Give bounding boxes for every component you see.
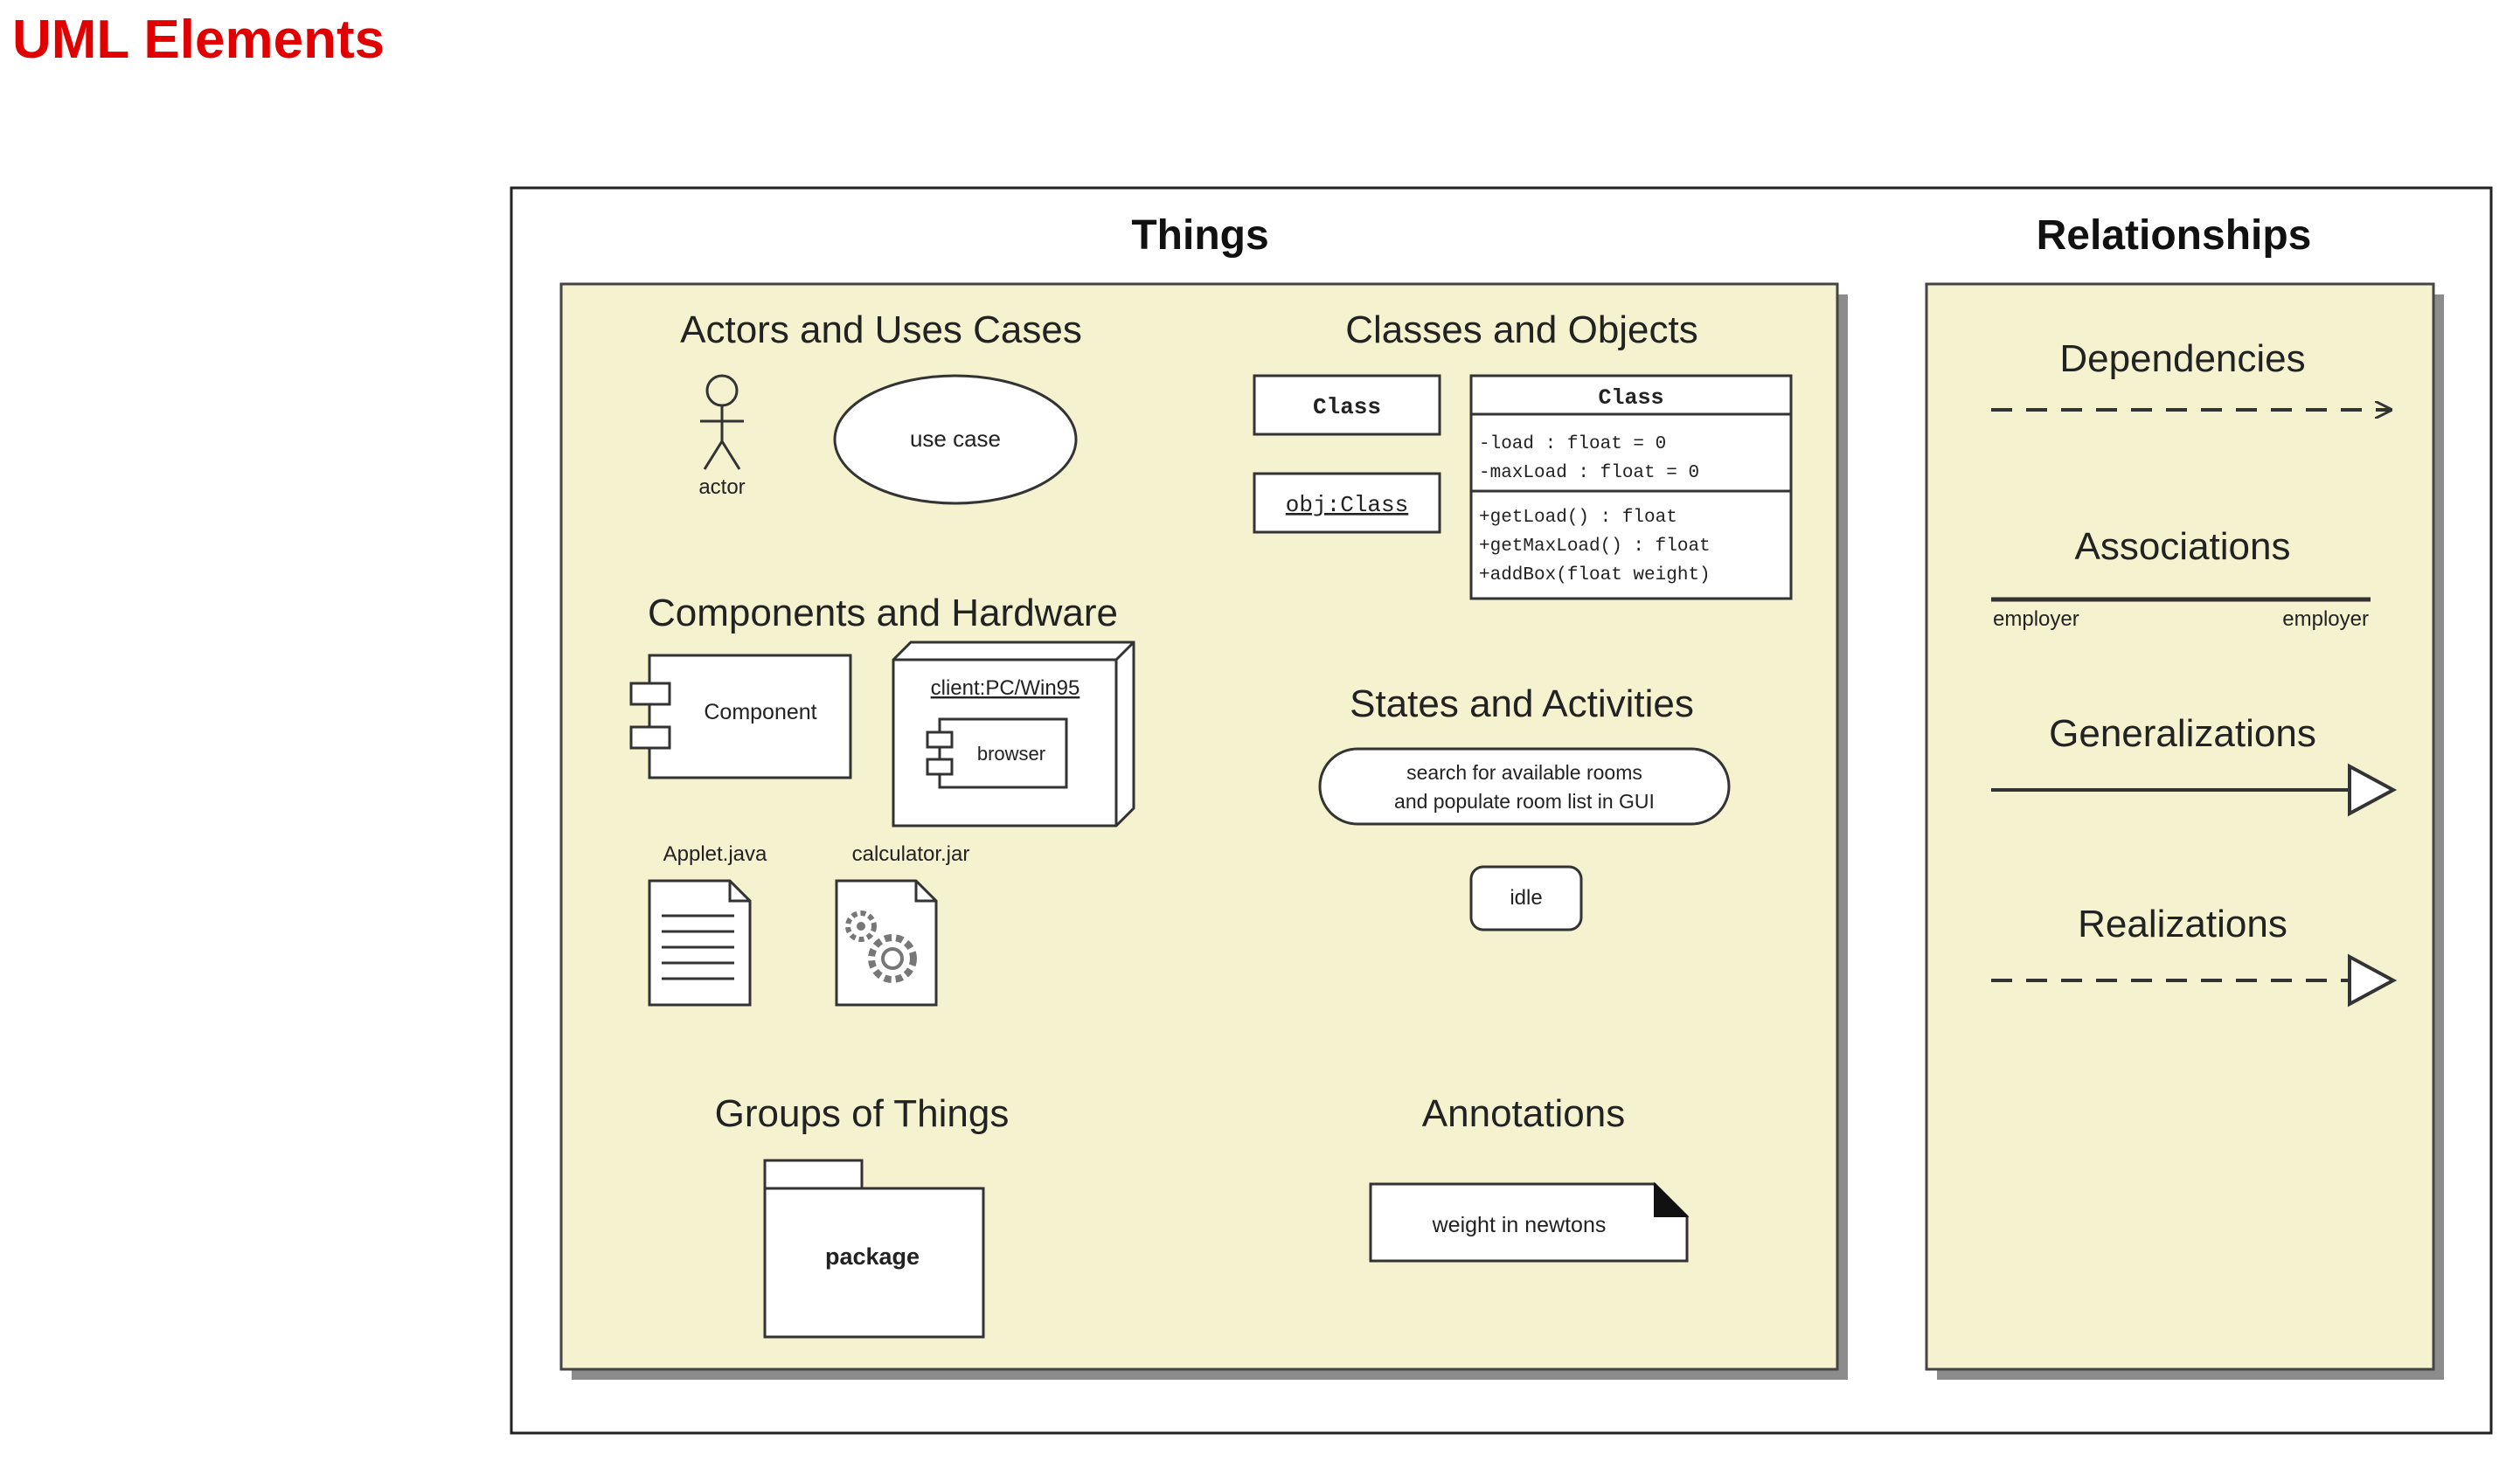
node-component-label: browser <box>977 743 1045 765</box>
file-jar-label: calculator.jar <box>852 842 970 866</box>
use-case-shape <box>833 374 1078 505</box>
package-shape: package <box>763 1159 985 1339</box>
simple-class-box: Class <box>1253 374 1441 436</box>
classes-heading: Classes and Objects <box>1345 308 1698 351</box>
annotations-heading: Annotations <box>1422 1092 1625 1135</box>
relationships-panel <box>1925 282 2444 1380</box>
class-attribute: -load : float = 0 <box>1479 434 1666 454</box>
activity-shape: search for available rooms and populate … <box>1318 747 1731 826</box>
file-java-label: Applet.java <box>663 842 767 866</box>
page-title: UML Elements <box>12 10 385 70</box>
full-class-name: Class <box>1598 385 1663 411</box>
object-box: obj:Class <box>1253 472 1441 534</box>
association-left-role: employer <box>1993 607 2079 631</box>
simple-class-label: Class <box>1313 394 1381 420</box>
association-right-role: employer <box>2282 607 2369 631</box>
node-label: client:PC/Win95 <box>931 676 1080 700</box>
state-label: idle <box>1510 886 1542 910</box>
actor-icon <box>700 374 744 470</box>
generalizations-heading: Generalizations <box>2049 712 2316 755</box>
dependencies-heading: Dependencies <box>2059 337 2305 380</box>
class-attribute: -maxLoad : float = 0 <box>1479 463 1699 483</box>
associations-heading: Associations <box>2074 525 2290 568</box>
document-icon <box>648 879 752 1007</box>
states-heading: States and Activities <box>1350 682 1694 725</box>
things-heading: Things <box>1131 212 1268 259</box>
note-shape: weight in newtons <box>1369 1181 1690 1263</box>
class-operation: +getMaxLoad() : float <box>1479 537 1711 557</box>
component-label: Component <box>704 700 816 724</box>
activity-line-2: and populate room list in GUI <box>1394 790 1655 813</box>
class-operation: +getLoad() : float <box>1479 508 1677 528</box>
note-label: weight in newtons <box>1432 1213 1607 1237</box>
actor-label: actor <box>698 475 745 499</box>
components-heading: Components and Hardware <box>648 592 1118 634</box>
use-case-label: use case <box>910 426 1001 452</box>
realization-arrow <box>1991 953 2398 1008</box>
node-shape: client:PC/Win95 browser <box>892 641 1135 827</box>
class-operation: +addBox(float weight) <box>1479 565 1711 585</box>
object-label: obj:Class <box>1286 492 1408 518</box>
activity-line-1: search for available rooms <box>1406 761 1642 784</box>
full-class-box: Class -load : float = 0 -maxLoad : float… <box>1469 374 1793 600</box>
groups-heading: Groups of Things <box>715 1092 1010 1135</box>
gear-file-icon <box>835 879 938 1007</box>
relationships-heading: Relationships <box>2037 212 2312 259</box>
realizations-heading: Realizations <box>2078 903 2287 945</box>
package-label: package <box>825 1243 920 1270</box>
component-shape: Component <box>629 654 852 779</box>
generalization-arrow <box>1991 763 2398 817</box>
actors-heading: Actors and Uses Cases <box>680 308 1082 351</box>
state-shape: idle <box>1469 865 1583 931</box>
